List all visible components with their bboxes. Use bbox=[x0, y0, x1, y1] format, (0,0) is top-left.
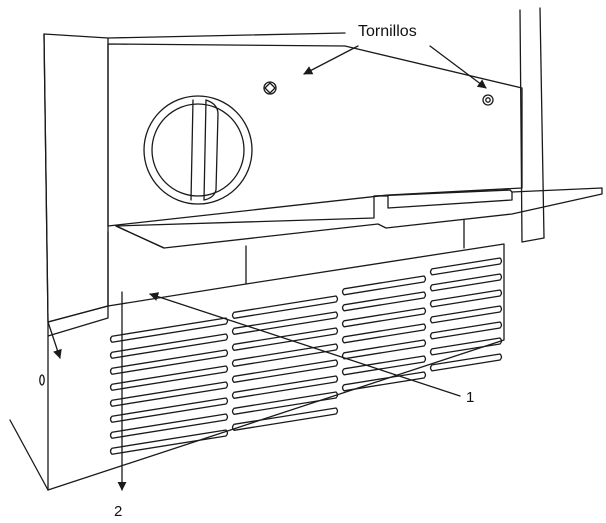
grille-slot bbox=[231, 407, 339, 431]
grille-slot bbox=[109, 397, 229, 423]
grille-slot bbox=[429, 353, 503, 372]
grille-slot bbox=[109, 413, 229, 439]
shelf-tray bbox=[115, 187, 603, 249]
ventilation-grille bbox=[109, 257, 503, 455]
screw-right-icon bbox=[482, 94, 494, 106]
screw-leader-right bbox=[429, 45, 487, 89]
grille-slot bbox=[341, 371, 427, 392]
grille-slot bbox=[231, 375, 339, 399]
grille-slot bbox=[231, 327, 339, 351]
grille-slot bbox=[109, 381, 229, 407]
grille-slot bbox=[231, 311, 339, 335]
grille-slot bbox=[109, 365, 229, 391]
grille-slot bbox=[109, 317, 229, 343]
grille-slot bbox=[429, 321, 503, 340]
grille-slot bbox=[429, 257, 503, 276]
back-panel bbox=[107, 43, 523, 227]
grille-slot bbox=[429, 273, 503, 292]
grille-slot bbox=[341, 355, 427, 376]
grille-slot bbox=[231, 359, 339, 383]
grille-slot bbox=[341, 291, 427, 312]
screw-left-icon bbox=[263, 81, 277, 95]
right-post bbox=[519, 7, 545, 243]
grille-slot bbox=[231, 343, 339, 367]
grille-slot bbox=[341, 307, 427, 328]
side-arrow bbox=[47, 321, 62, 359]
callout-2-label: 2 bbox=[114, 503, 122, 520]
screw-leader-left bbox=[303, 45, 359, 75]
grille-slot bbox=[341, 275, 427, 296]
round-knob bbox=[143, 95, 253, 205]
left-side-panel bbox=[9, 33, 109, 491]
callout-1-label: 1 bbox=[466, 389, 474, 406]
grille-slot bbox=[109, 429, 229, 455]
grille-slot bbox=[231, 295, 339, 319]
grille-slot bbox=[341, 339, 427, 360]
top-edge bbox=[107, 32, 346, 39]
screws-label: Tornillos bbox=[358, 23, 417, 40]
grille-slot bbox=[109, 333, 229, 359]
grille-slot bbox=[341, 323, 427, 344]
grille-slot bbox=[429, 337, 503, 356]
grille-slot bbox=[429, 305, 503, 324]
grille-slot bbox=[109, 349, 229, 375]
side-hole-icon bbox=[39, 374, 45, 386]
grille-slot bbox=[429, 289, 503, 308]
callout-1-leader bbox=[149, 292, 461, 397]
grille-slot bbox=[231, 391, 339, 415]
